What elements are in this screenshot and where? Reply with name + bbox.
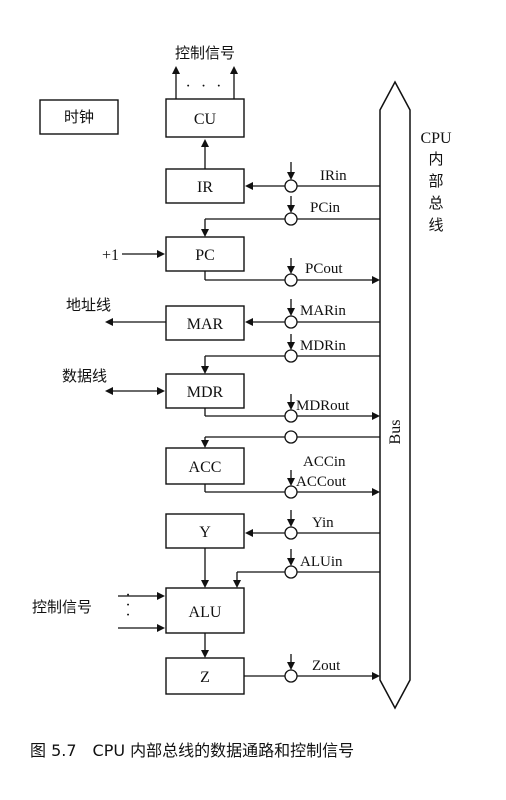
arrow-up-icon xyxy=(172,66,180,74)
arrow-up-icon xyxy=(201,139,209,147)
marin-signal-label: MARin xyxy=(300,303,346,319)
yin-signal-label: Yin xyxy=(312,515,334,531)
pcout-gate xyxy=(284,273,298,287)
plus-one-label: +1 xyxy=(102,247,119,264)
z-box xyxy=(165,657,245,695)
mar-label: MAR xyxy=(187,316,224,333)
bus-title-char-1: 内 xyxy=(428,150,443,168)
arrow-down-icon xyxy=(201,580,209,588)
mdrin-signal-label: MDRin xyxy=(300,338,346,354)
mdrout-signal-label: MDRout xyxy=(296,398,350,414)
control-signals-alu-vdots: · xyxy=(125,607,130,624)
y-box xyxy=(165,513,245,549)
bus-label: Bus xyxy=(387,420,404,445)
marin-gate xyxy=(284,315,298,329)
arrow-down-icon xyxy=(287,478,295,486)
figure-caption: 图 5.7 CPU 内部总线的数据通路和控制信号 xyxy=(30,741,354,760)
arrow-left-icon xyxy=(245,529,253,537)
arrow-down-icon xyxy=(287,402,295,410)
arrow-down-icon xyxy=(233,580,241,588)
arrow-right-icon xyxy=(372,276,380,284)
arrow-down-icon xyxy=(287,205,295,213)
arrow-left-icon xyxy=(245,182,253,190)
address-line-label: 地址线 xyxy=(66,296,111,314)
control-signals-alu-vdots: · xyxy=(125,597,130,614)
aluin-gate xyxy=(284,565,298,579)
mdr-box xyxy=(165,373,245,409)
zout-gate xyxy=(284,669,298,683)
arrow-down-icon xyxy=(201,366,209,374)
mar-box xyxy=(165,305,245,341)
arrow-down-icon xyxy=(287,662,295,670)
arrow-down-icon xyxy=(287,266,295,274)
accin-gate xyxy=(284,430,298,444)
arrow-right-icon xyxy=(372,672,380,680)
arrow-right-icon xyxy=(372,412,380,420)
pcin-gate xyxy=(284,212,298,226)
arrow-right-icon xyxy=(157,250,165,258)
arrow-down-icon xyxy=(287,172,295,180)
control-signals-top-ellipsis: · · · xyxy=(186,78,225,95)
irin-signal-label: IRin xyxy=(320,168,347,184)
alu-label: ALU xyxy=(189,604,222,621)
arrow-right-icon xyxy=(157,624,165,632)
control-signals-alu-label: 控制信号 xyxy=(32,598,92,616)
internal-bus xyxy=(379,80,411,710)
control-signals-top-label: 控制信号 xyxy=(175,44,235,62)
bus-title-char-3: 总 xyxy=(428,194,443,212)
yin-gate xyxy=(284,526,298,540)
data-line-label: 数据线 xyxy=(62,367,107,385)
arrow-right-icon xyxy=(157,387,165,395)
arrow-up-icon xyxy=(230,66,238,74)
acc-label: ACC xyxy=(189,459,222,476)
arrow-down-icon xyxy=(287,519,295,527)
arrow-right-icon xyxy=(372,488,380,496)
y-label: Y xyxy=(199,524,211,541)
clock-box xyxy=(39,99,119,135)
bus-title-char-2: 部 xyxy=(428,172,443,190)
pc-box xyxy=(165,236,245,272)
arrow-down-icon xyxy=(287,342,295,350)
arrow-down-icon xyxy=(201,650,209,658)
aluin-signal-label: ALUin xyxy=(300,554,343,570)
arrow-left-icon xyxy=(105,387,113,395)
mdr-label: MDR xyxy=(187,384,224,401)
ir-box xyxy=(165,168,245,204)
arrow-down-icon xyxy=(201,229,209,237)
arrow-left-icon xyxy=(105,318,113,326)
arrow-down-icon xyxy=(287,558,295,566)
arrow-left-icon xyxy=(245,318,253,326)
clock-label: 时钟 xyxy=(64,108,94,126)
arrow-down-icon xyxy=(287,308,295,316)
zout-signal-label: Zout xyxy=(312,658,341,674)
cu-box xyxy=(165,98,245,138)
irin-gate xyxy=(284,179,298,193)
pcout-signal-label: PCout xyxy=(305,261,343,277)
z-label: Z xyxy=(200,669,210,686)
bus-title-cpu: CPU xyxy=(420,130,452,147)
pc-label: PC xyxy=(195,247,215,264)
cu-label: CU xyxy=(194,111,217,128)
alu-box xyxy=(165,587,245,634)
mdrin-gate xyxy=(284,349,298,363)
arrow-right-icon xyxy=(157,592,165,600)
accin-signal-label: ACCin xyxy=(303,454,346,470)
ir-label: IR xyxy=(197,179,213,196)
pcin-signal-label: PCin xyxy=(310,200,341,216)
arrow-down-icon xyxy=(201,440,209,448)
accout-signal-label: ACCout xyxy=(296,474,347,490)
bus-title-char-4: 线 xyxy=(428,216,443,234)
